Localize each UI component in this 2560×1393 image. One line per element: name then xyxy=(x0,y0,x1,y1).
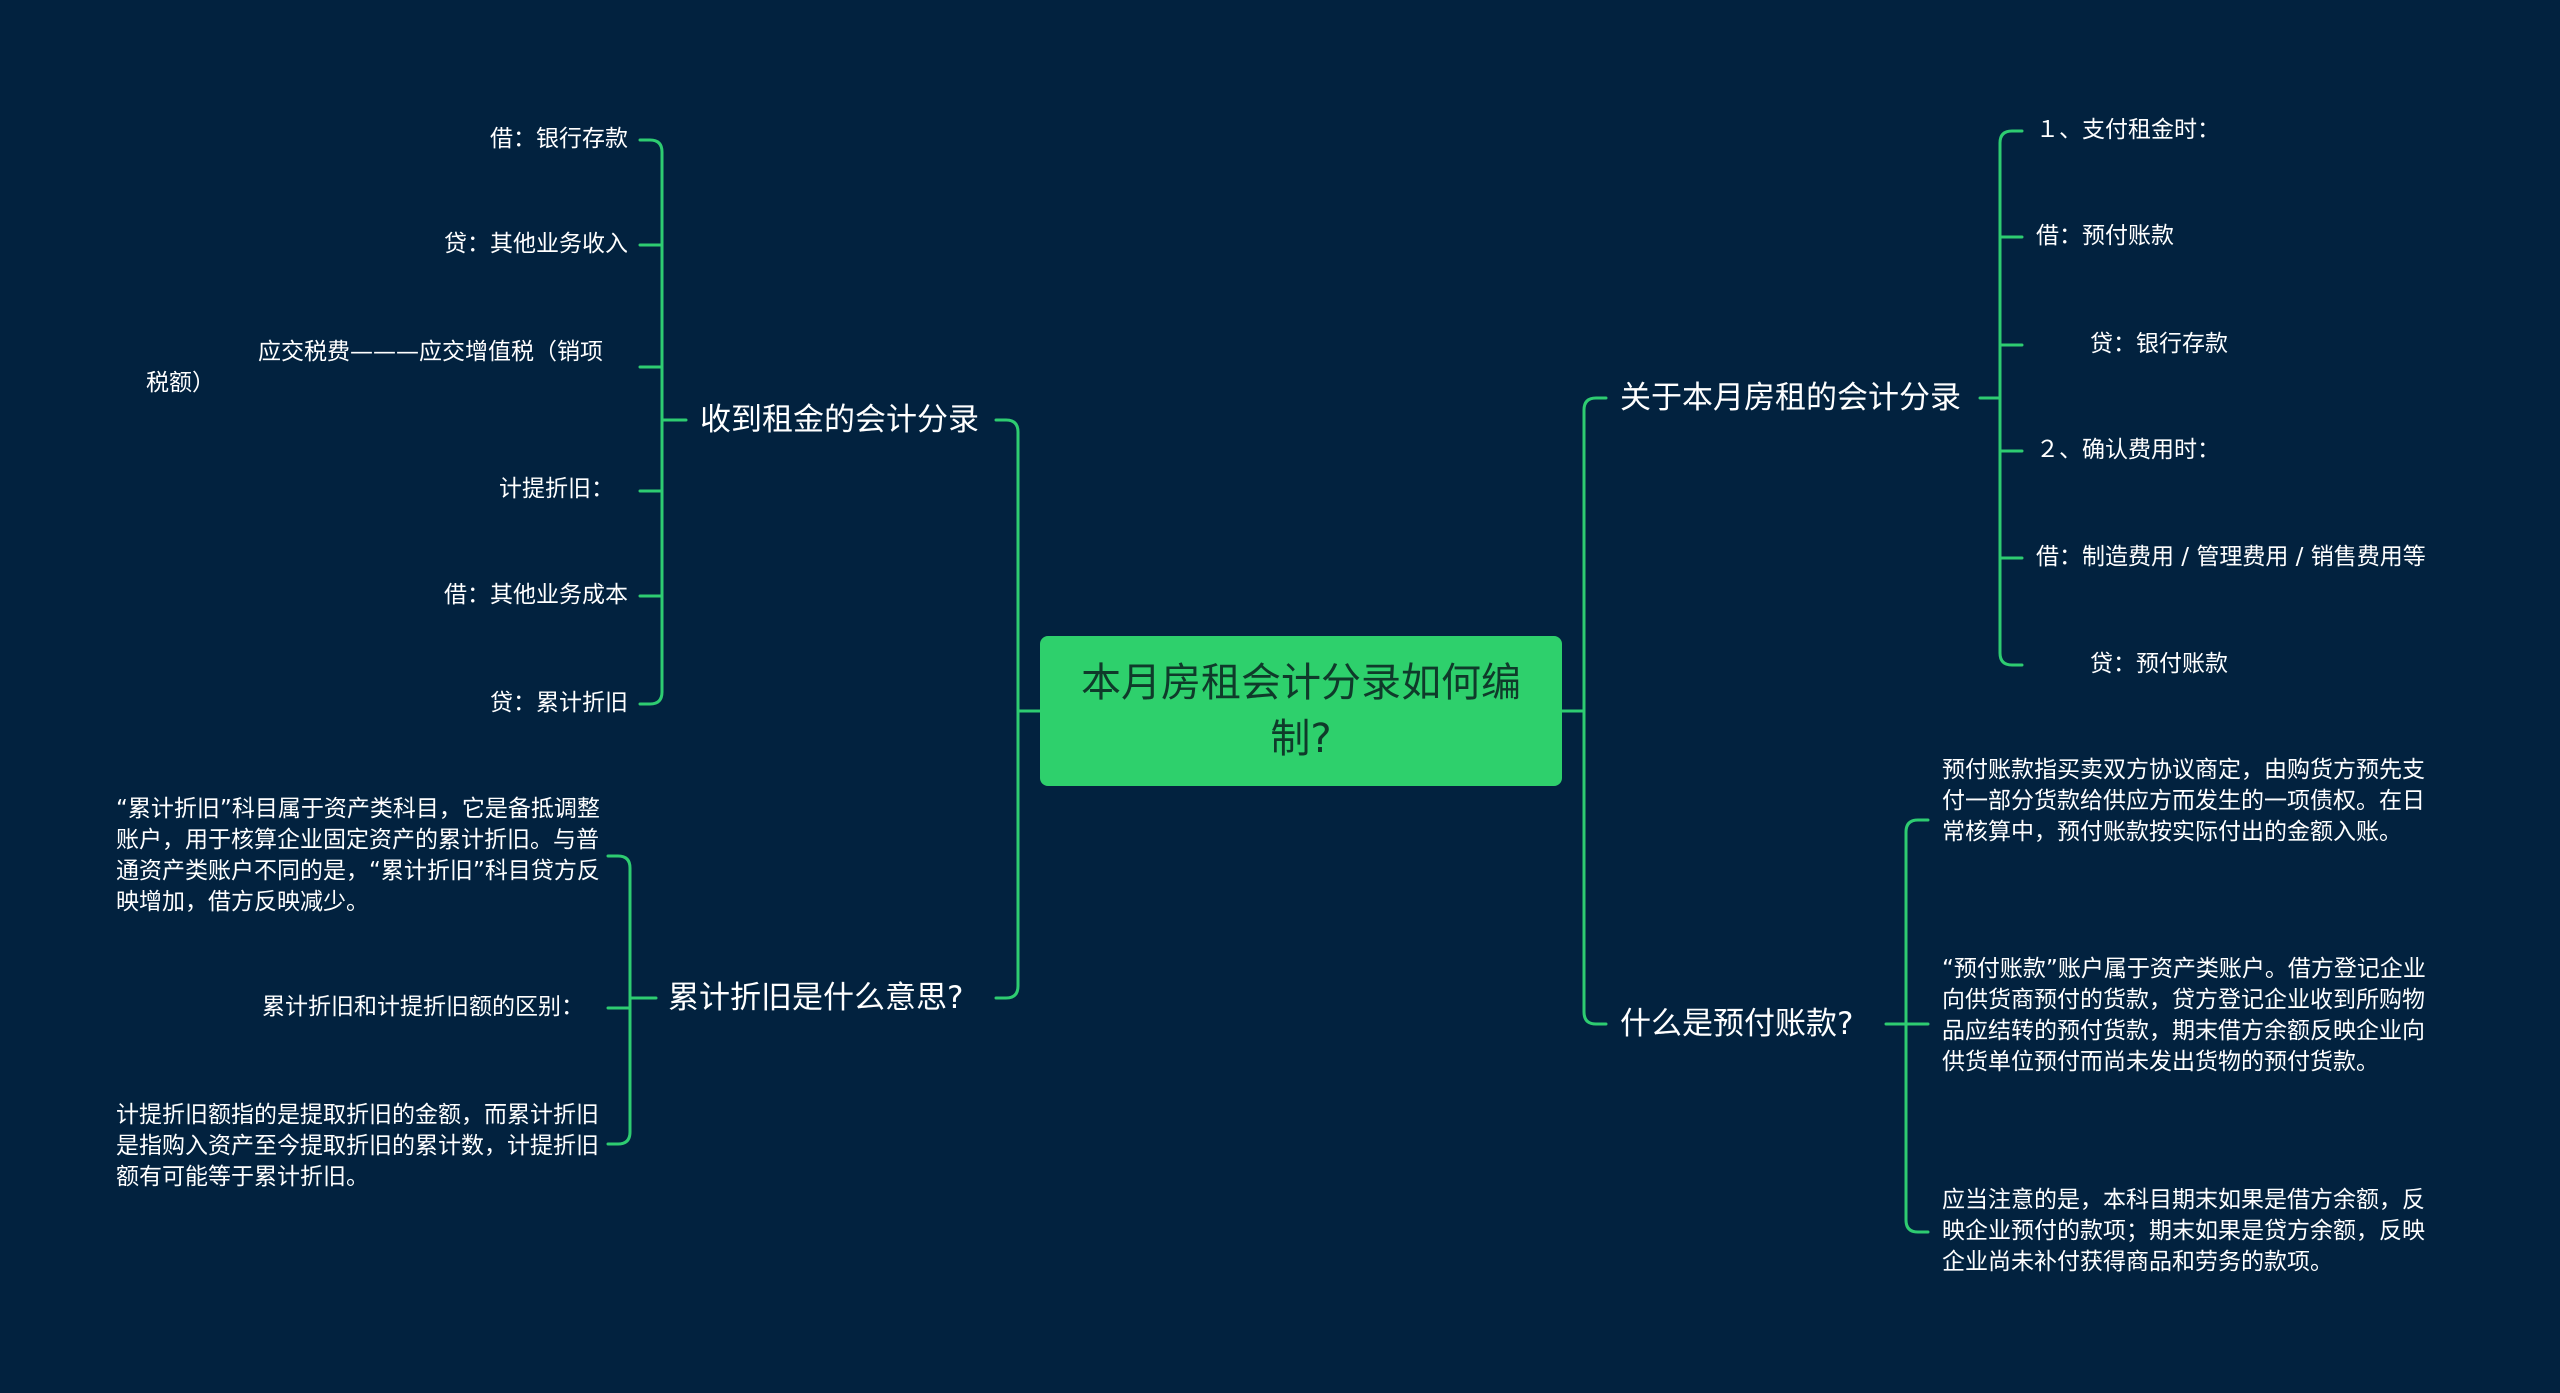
leaf-receive-1[interactable]: 借：银行存款 xyxy=(490,126,628,152)
leaf-rent-6[interactable]: 贷：预付账款 xyxy=(2090,651,2228,677)
leaf-receive-3-wrap: 税额） xyxy=(146,370,215,396)
connector-rent-bracket xyxy=(1998,129,2024,667)
leaf-rent-5[interactable]: 借：制造费用 / 管理费用 / 销售费用等 xyxy=(2036,544,2426,570)
leaf-prepaid-3[interactable]: 应当注意的是，本科目期末如果是借方余额，反映企业预付的款项；期末如果是贷方余额，… xyxy=(1942,1187,2425,1275)
leaf-meaning-3[interactable]: 计提折旧额指的是提取折旧的金额，而累计折旧是指购入资产至今提取折旧的累计数，计提… xyxy=(116,1102,599,1190)
branch-rent-entries[interactable]: 关于本月房租的会计分录 xyxy=(1620,378,1961,418)
connector-receive-bracket xyxy=(638,138,664,706)
branch-receive-rent[interactable]: 收到租金的会计分录 xyxy=(700,400,979,440)
branch-rent-entries-label: 关于本月房租的会计分录 xyxy=(1620,380,1961,416)
leaf-receive-6[interactable]: 贷：累计折旧 xyxy=(490,690,628,716)
leaf-prepaid-1[interactable]: 预付账款指买卖双方协议商定，由购货方预先支付一部分货款给供应方而发生的一项债权。… xyxy=(1942,757,2425,845)
leaf-rent-2[interactable]: 借：预付账款 xyxy=(2036,223,2174,249)
branch-depreciation-meaning-label: 累计折旧是什么意思? xyxy=(668,980,964,1016)
branch-prepaid-meaning[interactable]: 什么是预付账款? xyxy=(1620,1004,1853,1044)
branch-receive-rent-label: 收到租金的会计分录 xyxy=(700,402,979,438)
leaf-receive-2[interactable]: 贷：其他业务收入 xyxy=(444,231,628,257)
leaf-rent-4[interactable]: ２、确认费用时： xyxy=(2036,437,2220,463)
leaf-receive-5[interactable]: 借：其他业务成本 xyxy=(444,582,628,608)
connector-meaning-bracket xyxy=(606,854,632,1146)
branch-depreciation-meaning[interactable]: 累计折旧是什么意思? xyxy=(668,978,963,1018)
leaf-receive-4[interactable]: 计提折旧： xyxy=(499,476,614,502)
leaf-receive-3[interactable]: 应交税费———应交增值税（销项 xyxy=(258,339,603,365)
leaf-meaning-2[interactable]: 累计折旧和计提折旧额的区别： xyxy=(262,994,584,1020)
connector-right-spine xyxy=(1582,396,1608,1026)
connector-receive-ticks xyxy=(638,243,664,598)
root-node[interactable]: 本月房租会计分录如何编制? xyxy=(1040,636,1562,786)
leaf-rent-1[interactable]: １、支付租金时： xyxy=(2036,117,2220,143)
leaf-prepaid-2[interactable]: “预付账款”账户属于资产类账户。借方登记企业向供货商预付的货款，贷方登记企业收到… xyxy=(1942,956,2426,1075)
connector-rent-ticks xyxy=(1998,235,2024,560)
connector-left-spine xyxy=(994,418,1020,1000)
leaf-meaning-1[interactable]: “累计折旧”科目属于资产类科目，它是备抵调整账户，用于核算企业固定资产的累计折旧… xyxy=(116,796,600,915)
root-text: 本月房租会计分录如何编制? xyxy=(1081,660,1521,762)
connector-prepaid-bracket xyxy=(1904,818,1930,1234)
branch-prepaid-meaning-label: 什么是预付账款? xyxy=(1620,1006,1854,1042)
leaf-rent-3[interactable]: 贷：银行存款 xyxy=(2090,331,2228,357)
